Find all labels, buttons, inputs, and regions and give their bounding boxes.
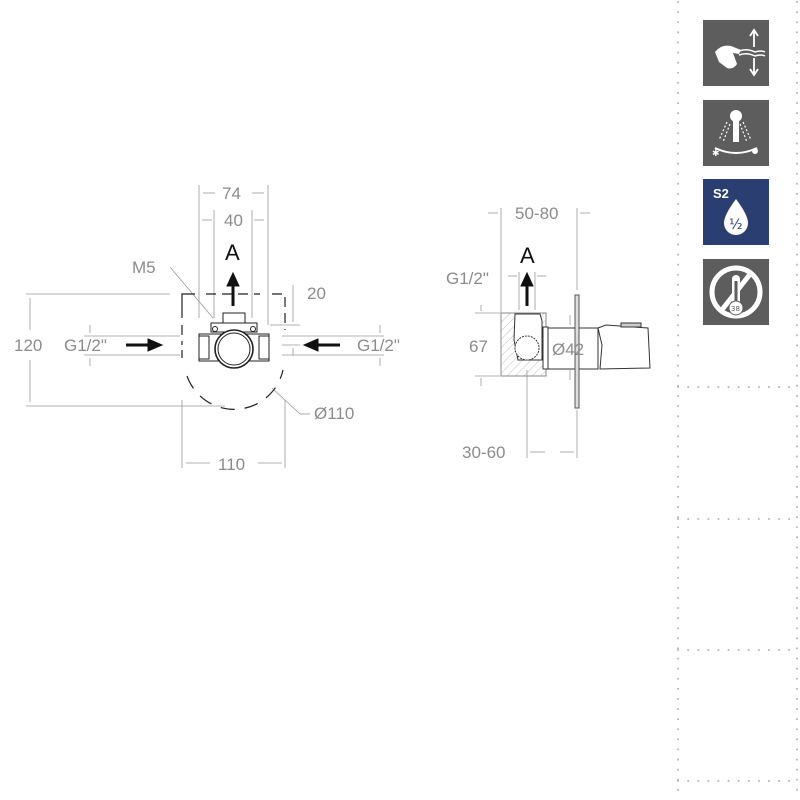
no-thermostat-icon: 38 (703, 259, 769, 325)
inlet-left-label: G1/2" (64, 336, 107, 355)
feature-panel-grid (677, 1, 798, 799)
svg-text:✱: ✱ (712, 149, 720, 159)
dim-depth-range: 50-80 (515, 204, 559, 223)
dim-diameter-side: Ø42 (552, 340, 585, 359)
s2-label: S2 (713, 186, 729, 201)
s2-water-saving-icon: S2 ½ (703, 179, 769, 245)
dim-width-outer: 74 (222, 184, 241, 203)
inlet-right-label: G1/2" (357, 336, 400, 355)
outlet-label-front: A (225, 240, 240, 265)
dim-top-offset: 20 (307, 284, 326, 303)
outlet-thread-side: G1/2" (446, 269, 489, 288)
dim-wall-range: 30-60 (462, 443, 506, 462)
hand-lever-control-icon (703, 20, 769, 86)
dim-box-width: 110 (218, 455, 246, 474)
dim-height-side: 67 (469, 337, 488, 356)
dim-width-inner: 40 (224, 211, 243, 230)
screw-label: M5 (132, 258, 156, 277)
dim-height-front: 120 (14, 336, 43, 355)
front-view (26, 185, 384, 468)
temp-value: 38 (731, 305, 740, 313)
valve-body-side (500, 294, 651, 409)
valve-body-front (198, 312, 270, 369)
outlet-label-side: A (520, 243, 535, 268)
dim-diameter-front: Ø110 (314, 404, 355, 423)
shower-temperature-range-icon: ✱ (703, 100, 769, 166)
fraction-glyph: ½ (729, 217, 743, 233)
